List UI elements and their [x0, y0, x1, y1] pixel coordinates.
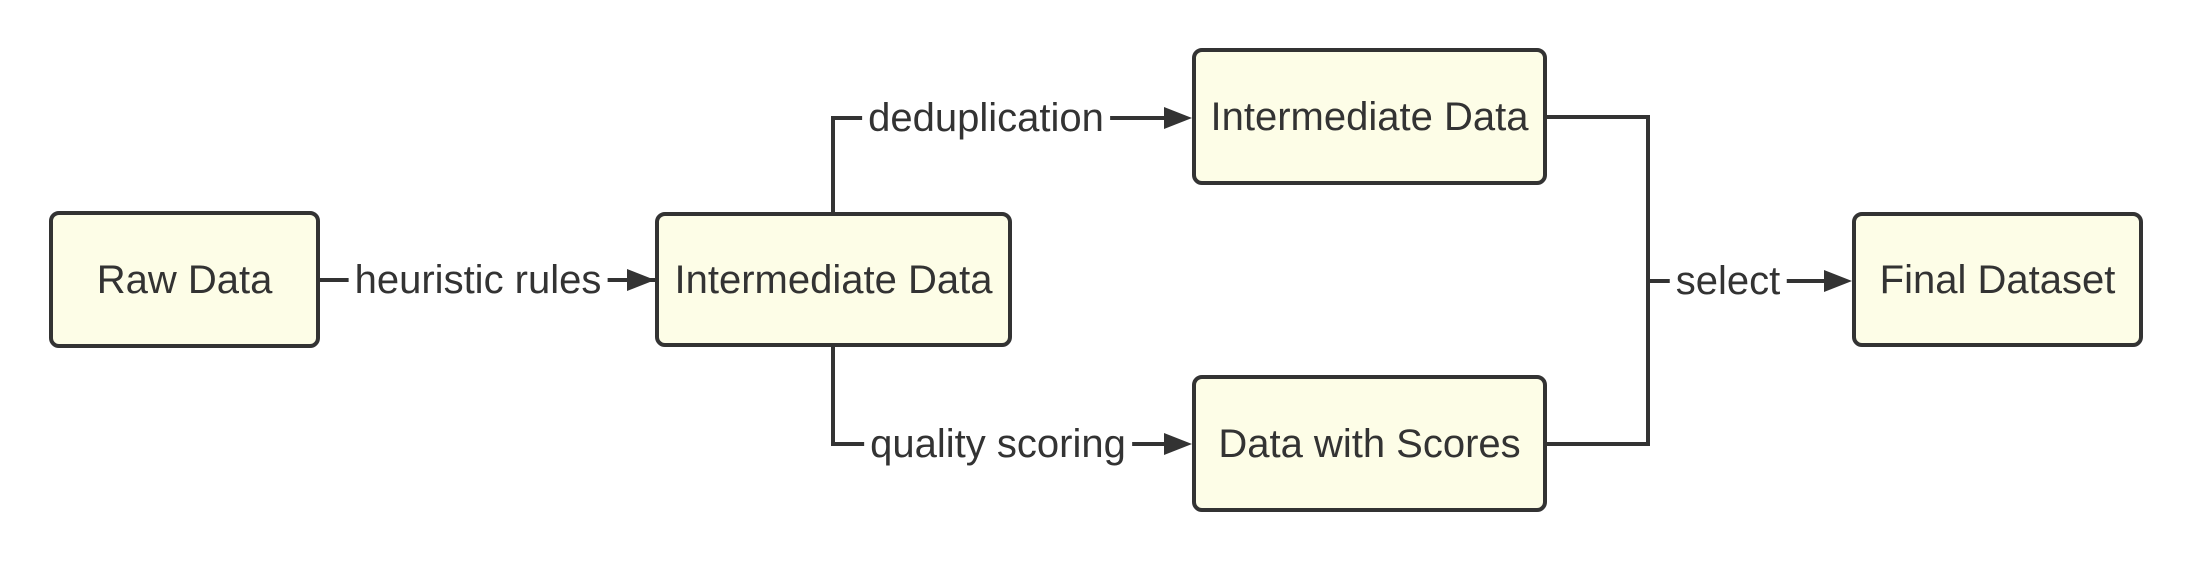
arrowhead-icon: [1164, 433, 1192, 455]
node-raw-data-label: Raw Data: [96, 257, 273, 302]
edge-deduplication-line-vertical: [831, 116, 835, 212]
node-final-dataset-label: Final Dataset: [1879, 257, 2116, 302]
edge-top-to-junction-line: [1547, 115, 1650, 119]
arrowhead-icon: [1824, 270, 1852, 292]
edge-label-quality-scoring: quality scoring: [864, 421, 1132, 467]
edge-label-heuristic-rules: heuristic rules: [348, 257, 608, 303]
node-intermediate-data-mid-label: Intermediate Data: [674, 257, 993, 302]
edge-quality-scoring-line-vertical: [831, 347, 835, 446]
node-intermediate-data-top-label: Intermediate Data: [1210, 94, 1529, 139]
edge-label-deduplication: deduplication: [862, 95, 1110, 141]
arrowhead-icon: [1164, 107, 1192, 129]
node-raw-data: Raw Data: [49, 211, 320, 348]
node-intermediate-data-mid: Intermediate Data: [655, 212, 1012, 347]
node-intermediate-data-top: Intermediate Data: [1192, 48, 1547, 185]
node-final-dataset: Final Dataset: [1852, 212, 2143, 347]
node-data-with-scores: Data with Scores: [1192, 375, 1547, 512]
arrowhead-icon: [627, 269, 655, 291]
edge-scores-to-junction-line: [1547, 442, 1650, 446]
node-data-with-scores-label: Data with Scores: [1218, 421, 1521, 466]
edge-label-select: select: [1669, 258, 1787, 304]
